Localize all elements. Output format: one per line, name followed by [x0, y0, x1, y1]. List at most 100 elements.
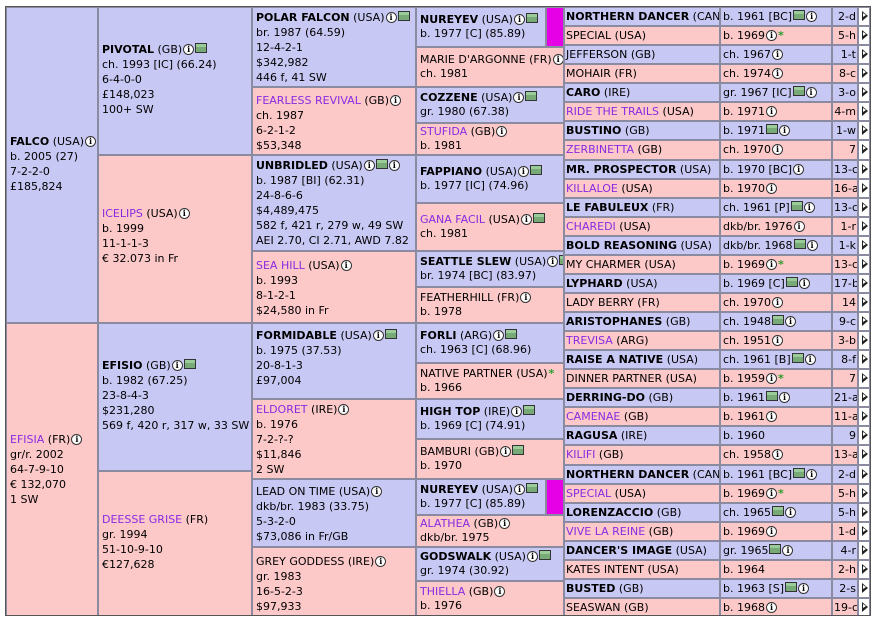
horse-name[interactable]: DINNER PARTNER: [566, 372, 663, 385]
horse-name[interactable]: BUSTINO: [566, 124, 622, 137]
expand-arrow-icon[interactable]: [858, 45, 870, 64]
photo-icon[interactable]: [525, 91, 538, 101]
info-icon[interactable]: i: [511, 406, 523, 417]
info-icon[interactable]: i: [806, 240, 818, 251]
expand-arrow-icon[interactable]: [858, 312, 870, 331]
photo-icon[interactable]: [512, 445, 525, 455]
expand-arrow-icon[interactable]: [858, 407, 870, 426]
horse-name[interactable]: CHAREDI: [566, 220, 616, 233]
expand-arrow-icon[interactable]: [858, 7, 870, 26]
horse-name[interactable]: DERRING-DO: [566, 391, 645, 404]
photo-icon[interactable]: [505, 329, 518, 339]
info-icon[interactable]: i: [520, 214, 532, 225]
info-icon[interactable]: i: [513, 14, 525, 25]
expand-arrow-icon[interactable]: [858, 465, 870, 484]
expand-arrow-icon[interactable]: [858, 369, 870, 388]
info-icon[interactable]: i: [183, 44, 195, 55]
horse-name[interactable]: MARIE D'ARGONNE: [420, 53, 526, 66]
expand-arrow-icon[interactable]: [858, 26, 870, 45]
photo-icon[interactable]: [559, 255, 563, 265]
horse-name[interactable]: FORMIDABLE: [256, 329, 337, 342]
horse-name[interactable]: VIVE LA REINE: [566, 525, 646, 538]
horse-name[interactable]: STUFIDA: [420, 125, 468, 138]
horse-name[interactable]: NORTHERN DANCER: [566, 10, 690, 23]
expand-arrow-icon[interactable]: [858, 179, 870, 198]
info-icon[interactable]: i: [778, 125, 790, 136]
info-icon[interactable]: i: [804, 354, 816, 365]
info-icon[interactable]: i: [805, 87, 817, 98]
horse-name[interactable]: GANA FACIL: [420, 213, 486, 226]
photo-icon[interactable]: [769, 544, 782, 554]
horse-name[interactable]: MY CHARMER: [566, 258, 641, 271]
photo-icon[interactable]: [183, 359, 196, 369]
expand-arrow-icon[interactable]: [858, 160, 870, 179]
subject-sire-name[interactable]: FALCO: [10, 135, 50, 148]
info-icon[interactable]: i: [806, 469, 818, 480]
horse-name[interactable]: LORENZACCIO: [566, 506, 654, 519]
info-icon[interactable]: i: [513, 92, 525, 103]
horse-name[interactable]: LYPHARD: [566, 277, 623, 290]
info-icon[interactable]: i: [389, 95, 401, 106]
photo-icon[interactable]: [375, 159, 388, 169]
horse-name[interactable]: FAPPIANO: [420, 165, 483, 178]
expand-arrow-icon[interactable]: [858, 274, 870, 293]
info-icon[interactable]: i: [782, 545, 794, 556]
info-icon[interactable]: i: [785, 507, 797, 518]
info-icon[interactable]: i: [363, 160, 375, 171]
horse-name[interactable]: CARO: [566, 86, 601, 99]
info-icon[interactable]: i: [772, 335, 784, 346]
expand-arrow-icon[interactable]: [858, 560, 870, 579]
horse-name[interactable]: MR. PROSPECTOR: [566, 163, 677, 176]
info-icon[interactable]: i: [765, 411, 777, 422]
photo-icon[interactable]: [765, 391, 778, 401]
info-icon[interactable]: i: [513, 484, 525, 495]
info-icon[interactable]: i: [385, 12, 397, 23]
photo-icon[interactable]: [523, 405, 536, 415]
info-icon[interactable]: i: [765, 183, 777, 194]
expand-arrow-icon[interactable]: [858, 426, 870, 445]
horse-name[interactable]: NUREYEV: [420, 13, 479, 26]
expand-arrow-icon[interactable]: [858, 388, 870, 407]
info-icon[interactable]: i: [496, 126, 508, 137]
horse-name[interactable]: KILIFI: [566, 448, 596, 461]
horse-name[interactable]: NUREYEV: [420, 483, 479, 496]
photo-icon[interactable]: [790, 201, 803, 211]
horse-name[interactable]: GREY GODDESS: [256, 555, 345, 568]
photo-icon[interactable]: [793, 10, 806, 20]
info-icon[interactable]: i: [765, 602, 777, 613]
info-icon[interactable]: i: [765, 30, 777, 41]
info-icon[interactable]: i: [338, 404, 350, 415]
horse-name[interactable]: PIVOTAL: [102, 43, 154, 56]
info-icon[interactable]: i: [772, 297, 784, 308]
info-icon[interactable]: i: [785, 316, 797, 327]
expand-arrow-icon[interactable]: [858, 255, 870, 274]
info-icon[interactable]: i: [803, 202, 815, 213]
info-icon[interactable]: i: [493, 330, 505, 341]
expand-arrow-icon[interactable]: [858, 140, 870, 160]
horse-name[interactable]: FEATHERHILL: [420, 291, 494, 304]
expand-arrow-icon[interactable]: [858, 503, 870, 522]
expand-arrow-icon[interactable]: [858, 522, 870, 541]
expand-arrow-icon[interactable]: [858, 350, 870, 369]
horse-name[interactable]: EFISIO: [102, 359, 143, 372]
horse-name[interactable]: FORLI: [420, 329, 457, 342]
expand-arrow-icon[interactable]: [858, 598, 870, 615]
expand-arrow-icon[interactable]: [858, 331, 870, 350]
photo-icon[interactable]: [772, 506, 785, 516]
info-icon[interactable]: i: [517, 166, 529, 177]
expand-arrow-icon[interactable]: [858, 236, 870, 255]
info-icon[interactable]: i: [340, 260, 352, 271]
photo-icon[interactable]: [397, 11, 410, 21]
info-icon[interactable]: i: [772, 144, 784, 155]
expand-arrow-icon[interactable]: [858, 579, 870, 598]
info-icon[interactable]: i: [171, 360, 183, 371]
info-icon[interactable]: i: [547, 256, 559, 267]
info-icon[interactable]: i: [806, 11, 818, 22]
info-icon[interactable]: i: [765, 373, 777, 384]
horse-name[interactable]: NATIVE PARTNER: [420, 367, 513, 380]
info-icon[interactable]: i: [772, 68, 784, 79]
info-icon[interactable]: i: [765, 259, 777, 270]
info-icon[interactable]: i: [375, 556, 387, 567]
info-icon[interactable]: i: [371, 486, 383, 497]
horse-name[interactable]: BAMBURI: [420, 445, 472, 458]
